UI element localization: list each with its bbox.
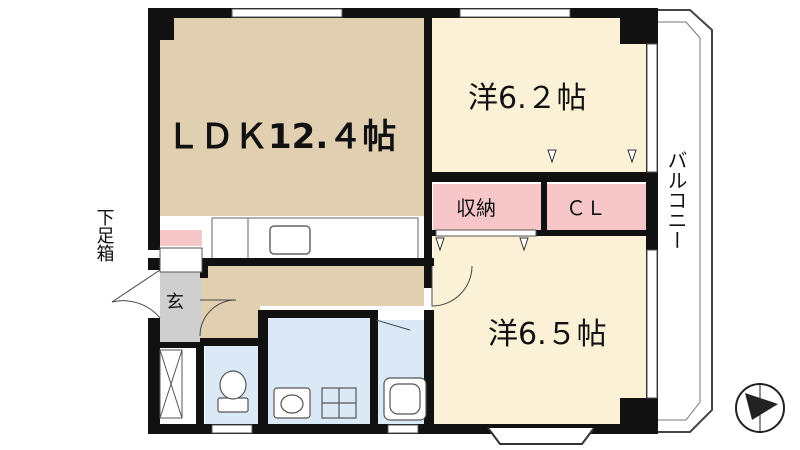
storage-floor	[433, 184, 541, 230]
western2-floor	[433, 232, 647, 424]
washbasin-icon	[273, 387, 311, 419]
bay-window	[487, 427, 595, 445]
kitchen-sink-icon	[269, 225, 311, 255]
entrance-door-frame	[159, 247, 203, 273]
western1-label: 洋6.２帖	[468, 81, 587, 116]
bathtub-icon	[383, 377, 427, 421]
entrance-floor	[160, 272, 202, 342]
storage-shelf	[435, 229, 537, 237]
western1-floor	[430, 16, 647, 172]
balcony-label: バルコニー	[664, 150, 688, 250]
closet-label: ＣＬ	[566, 196, 606, 220]
washer-icon	[321, 387, 357, 419]
ldk-label: ＬＤＫ12.４帖	[166, 117, 396, 157]
closet-floor	[547, 184, 647, 230]
windows	[211, 8, 658, 434]
entrance-label: 玄	[166, 292, 184, 313]
ldk-floor	[158, 16, 424, 216]
kitchen-counter	[211, 217, 419, 263]
shoe-box-label: 下足箱	[94, 208, 115, 262]
balcony-outline	[655, 9, 713, 433]
storage-label: 収納	[456, 196, 496, 220]
western2-label: 洋6.５帖	[488, 317, 607, 352]
compass-icon	[735, 383, 785, 433]
shoe-box-floor	[160, 230, 202, 246]
hallway-floor	[200, 264, 260, 344]
toilet-icon	[217, 370, 249, 413]
door-swing-icon	[111, 265, 473, 337]
